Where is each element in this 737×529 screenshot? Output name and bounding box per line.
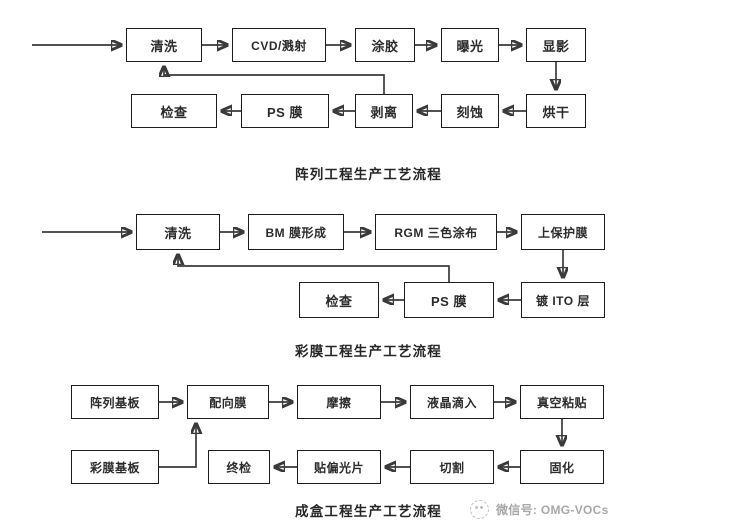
node-label: PS 膜 [431,293,467,309]
process-node-baoguang[interactable]: 曝光 [441,28,499,62]
process-node-array-substrate[interactable]: 阵列基板 [71,385,159,419]
node-label: 贴偏光片 [313,460,364,475]
node-label: 曝光 [456,38,484,54]
node-label: 固化 [549,460,575,475]
process-node-qingxi-cf[interactable]: 清洗 [136,214,220,250]
process-node-tujiao[interactable]: 涂胶 [355,28,415,62]
node-label: 摩擦 [326,395,352,410]
process-node-final-inspection[interactable]: 终检 [208,450,270,484]
process-node-lc-dropping[interactable]: 液晶滴入 [410,385,494,419]
process-node-cutting[interactable]: 切割 [410,450,494,484]
process-node-qingxi-array[interactable]: 清洗 [126,28,202,62]
wire-c10-c2-feedback [159,424,196,468]
process-node-ps-film-cf[interactable]: PS 膜 [404,282,494,318]
node-label: BM 膜形成 [265,225,327,240]
process-node-bm-film[interactable]: BM 膜形成 [248,214,344,250]
process-node-honggan[interactable]: 烘干 [526,94,586,128]
process-node-vacuum-bonding[interactable]: 真空粘贴 [520,385,604,419]
node-label: 真空粘贴 [536,395,587,410]
watermark: 微信号: OMG-VOCs [470,500,609,519]
node-label: 检查 [160,104,188,120]
process-node-ps-film-array[interactable]: PS 膜 [241,94,329,128]
node-label: 涂胶 [371,38,399,54]
process-node-rgm-coating[interactable]: RGM 三色涂布 [375,214,497,250]
node-label: CVD/溅射 [251,38,307,53]
node-label: PS 膜 [267,104,303,120]
node-label: 液晶滴入 [426,395,477,410]
process-node-protective-film[interactable]: 上保护膜 [521,214,605,250]
node-label: 清洗 [164,225,192,241]
node-label: 阵列基板 [89,395,140,410]
caption-cell-process: 成盒工程生产工艺流程 [295,504,442,519]
node-label: 配向膜 [209,395,247,410]
process-node-jiancha-cf[interactable]: 检查 [299,282,379,318]
process-node-cvd-sputter[interactable]: CVD/溅射 [232,28,326,62]
process-node-ito-layer[interactable]: 镀 ITO 层 [521,282,605,318]
node-label: 镀 ITO 层 [536,293,590,308]
process-node-xianying[interactable]: 显影 [526,28,586,62]
wire-a8-a1-feedback [164,67,385,94]
process-node-jiancha-array[interactable]: 检查 [131,94,217,128]
node-label: 剥离 [370,104,398,120]
process-node-boli[interactable]: 剥离 [355,94,413,128]
process-node-cf-substrate[interactable]: 彩膜基板 [71,450,159,484]
node-label: 烘干 [542,104,570,120]
node-label: 显影 [542,38,570,54]
process-node-polarizer-attach[interactable]: 贴偏光片 [297,450,381,484]
process-node-alignment-film[interactable]: 配向膜 [187,385,269,419]
node-label: 终检 [226,460,252,475]
node-label: 切割 [439,460,465,475]
node-label: 检查 [325,293,353,309]
process-node-keshi[interactable]: 刻蚀 [441,94,499,128]
node-label: 清洗 [150,38,178,54]
wire-b6-b1-feedback [178,255,450,282]
node-label: 刻蚀 [456,104,484,120]
node-label: RGM 三色涂布 [394,225,478,240]
caption-array-process: 阵列工程生产工艺流程 [295,167,442,182]
node-label: 彩膜基板 [89,460,140,475]
process-node-curing[interactable]: 固化 [520,450,604,484]
process-node-rubbing[interactable]: 摩擦 [297,385,381,419]
node-label: 上保护膜 [537,225,588,240]
caption-color-filter-process: 彩膜工程生产工艺流程 [295,344,442,359]
watermark-text: 微信号: OMG-VOCs [496,503,609,517]
wechat-circle-icon [470,500,489,519]
